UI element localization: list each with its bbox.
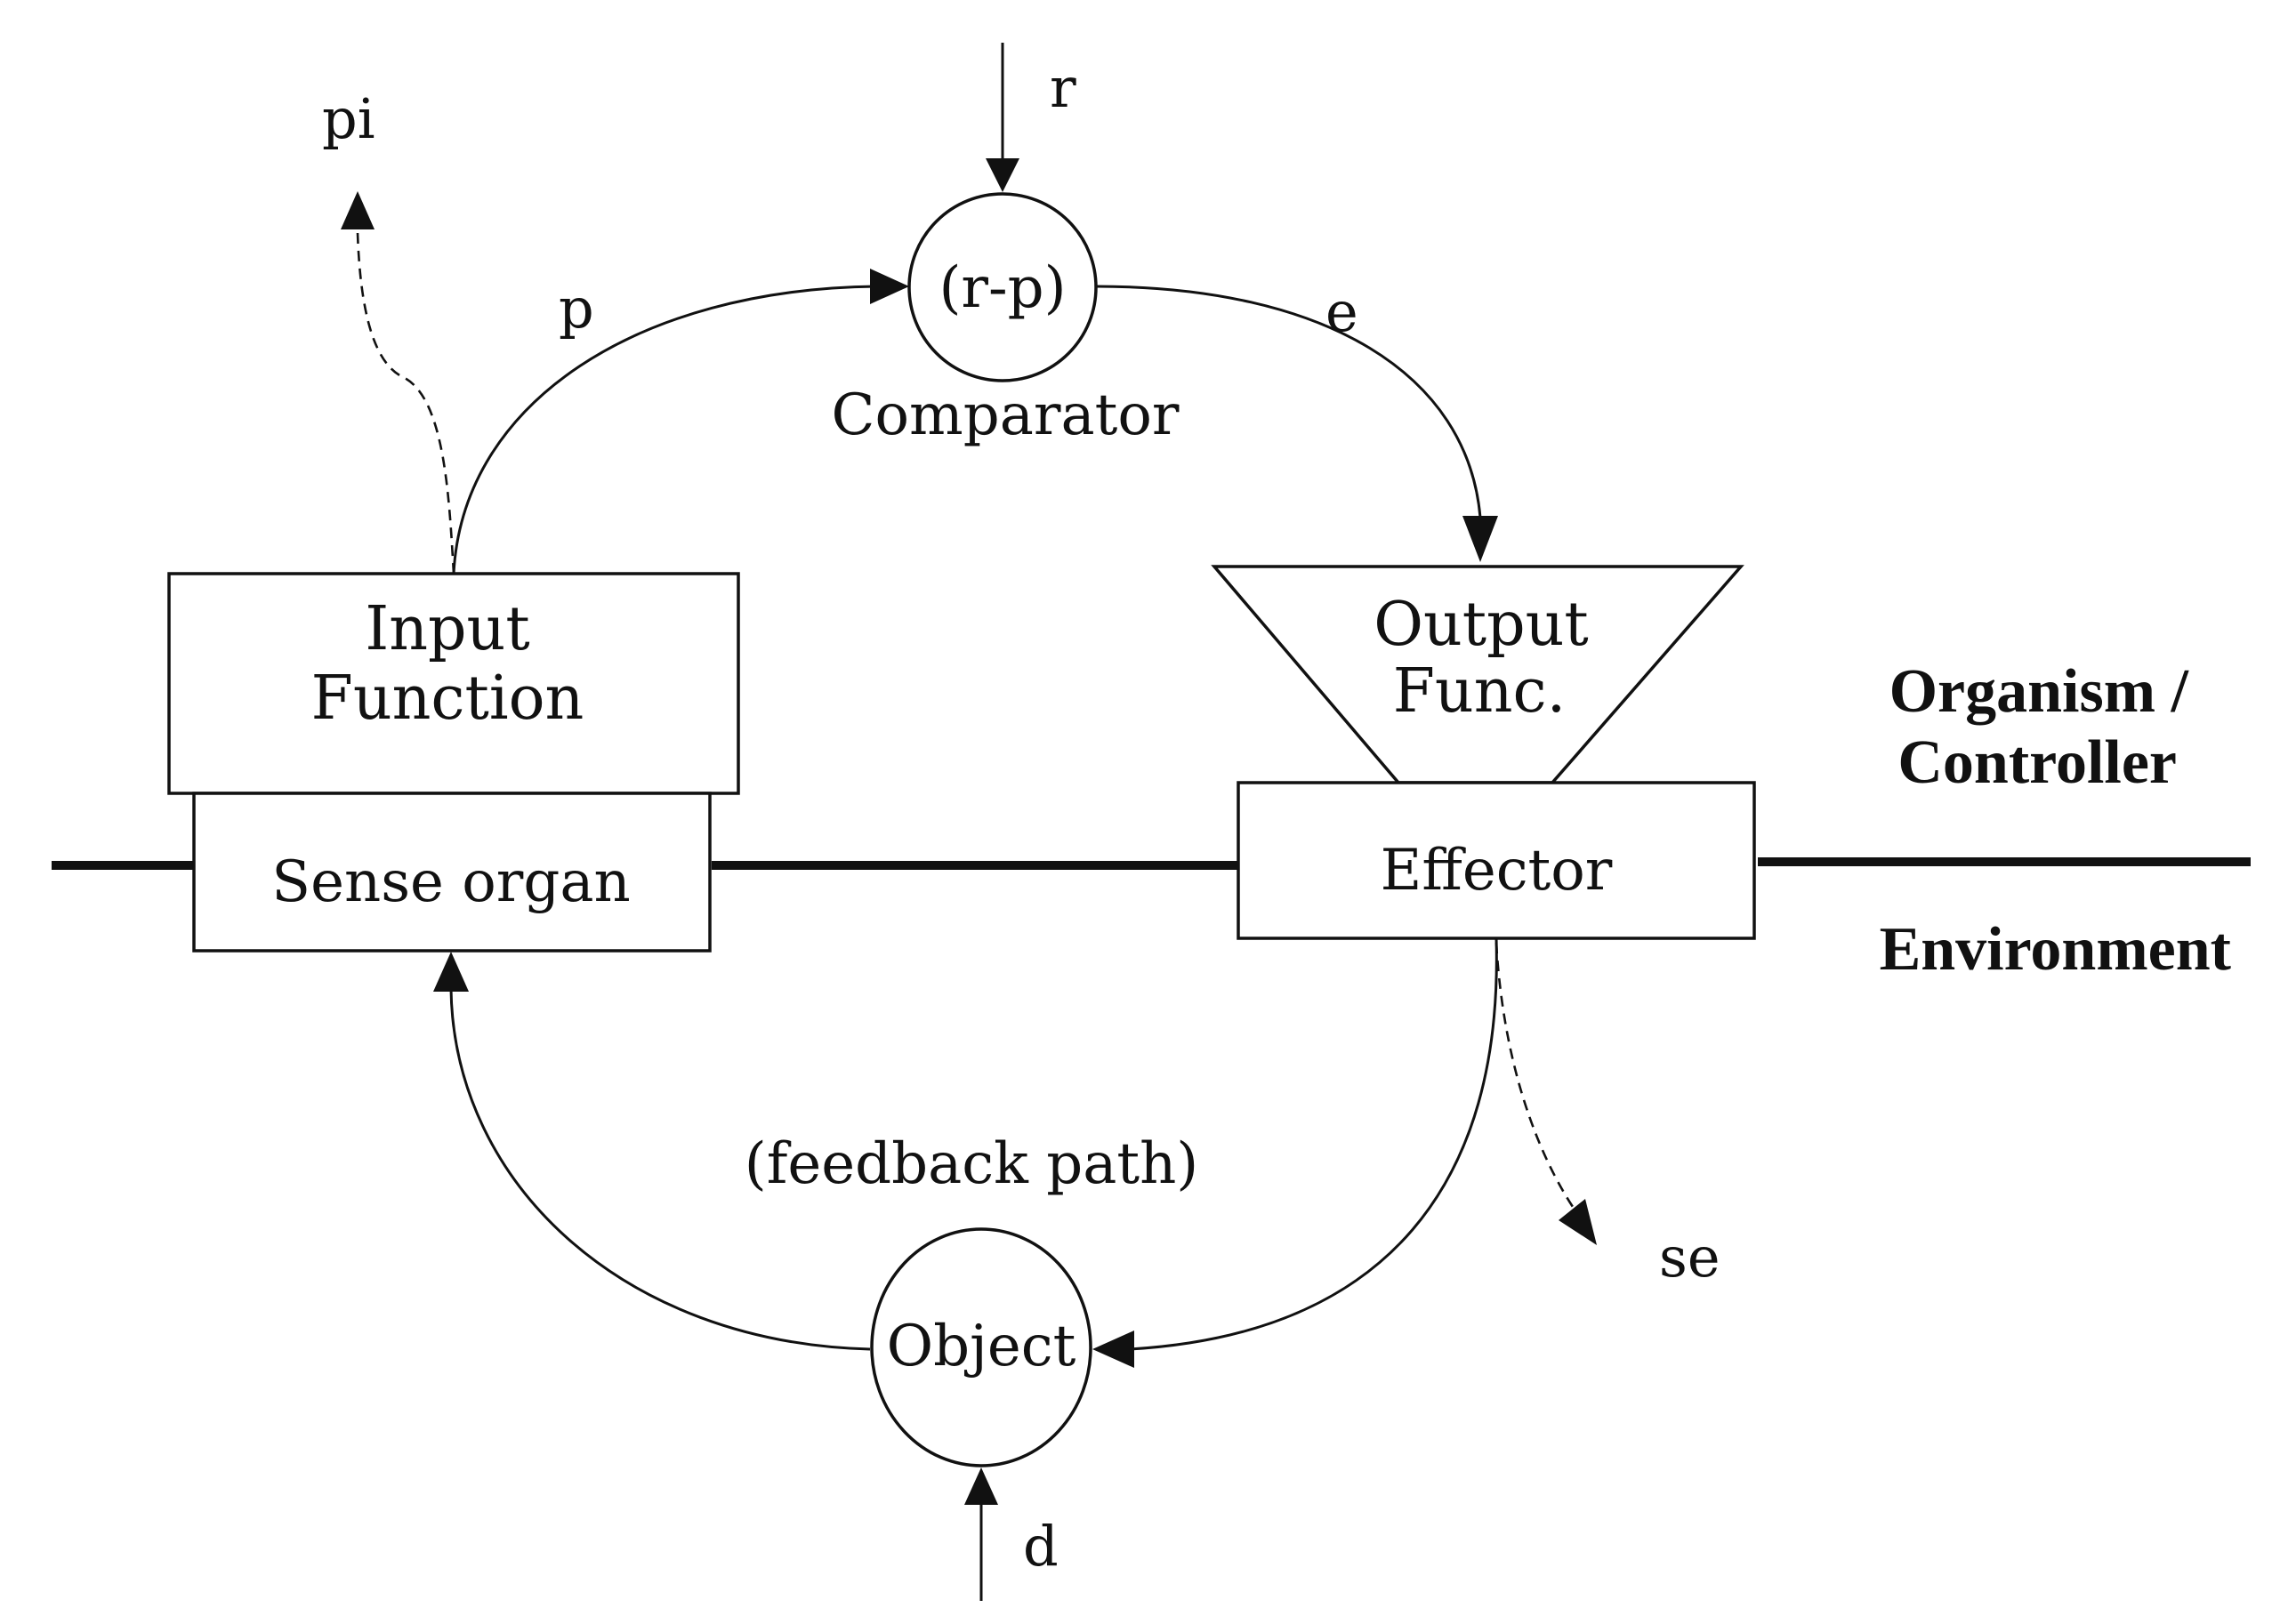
reference-arrow bbox=[986, 43, 1019, 192]
reference-signal-label: r bbox=[1050, 55, 1076, 120]
effector-box bbox=[1237, 781, 1756, 940]
comparator-label: Comparator bbox=[832, 382, 1180, 448]
object-node bbox=[870, 1227, 1092, 1467]
disturbance-label: d bbox=[1023, 1514, 1059, 1579]
effector-to-object-path bbox=[1092, 937, 1498, 1368]
environment-label: Environment bbox=[1880, 915, 2231, 984]
output-function-line2: Func. bbox=[1393, 656, 1566, 727]
perceptual-input-path bbox=[341, 191, 455, 575]
output-function-line1: Output bbox=[1374, 590, 1589, 660]
object-to-sense-organ-path bbox=[433, 952, 871, 1351]
object-label: Object bbox=[887, 1314, 1076, 1379]
organism-controller-label-line2: Controller bbox=[1897, 728, 2177, 797]
perceptual-input-label: pi bbox=[322, 86, 375, 151]
perception-signal-path bbox=[452, 269, 909, 575]
input-function-box bbox=[167, 572, 740, 795]
error-signal-path bbox=[1095, 285, 1498, 562]
disturbance-arrow bbox=[964, 1467, 998, 1601]
side-effect-label: se bbox=[1659, 1225, 1720, 1290]
sense-organ-box bbox=[192, 792, 712, 953]
perception-signal-label: p bbox=[559, 276, 594, 341]
comparator-formula: (r-p) bbox=[939, 255, 1066, 321]
feedback-path-label: (feedback path) bbox=[745, 1131, 1199, 1197]
effector-label: Effector bbox=[1381, 838, 1613, 904]
sense-organ-label: Sense organ bbox=[271, 849, 630, 915]
organism-environment-boundary bbox=[52, 857, 2251, 870]
side-effect-path bbox=[1494, 942, 1597, 1245]
organism-controller-label-line1: Organism / bbox=[1889, 657, 2190, 726]
input-function-line2: Function bbox=[311, 663, 584, 734]
error-signal-label: e bbox=[1325, 279, 1358, 344]
input-function-line1: Input bbox=[365, 594, 529, 664]
